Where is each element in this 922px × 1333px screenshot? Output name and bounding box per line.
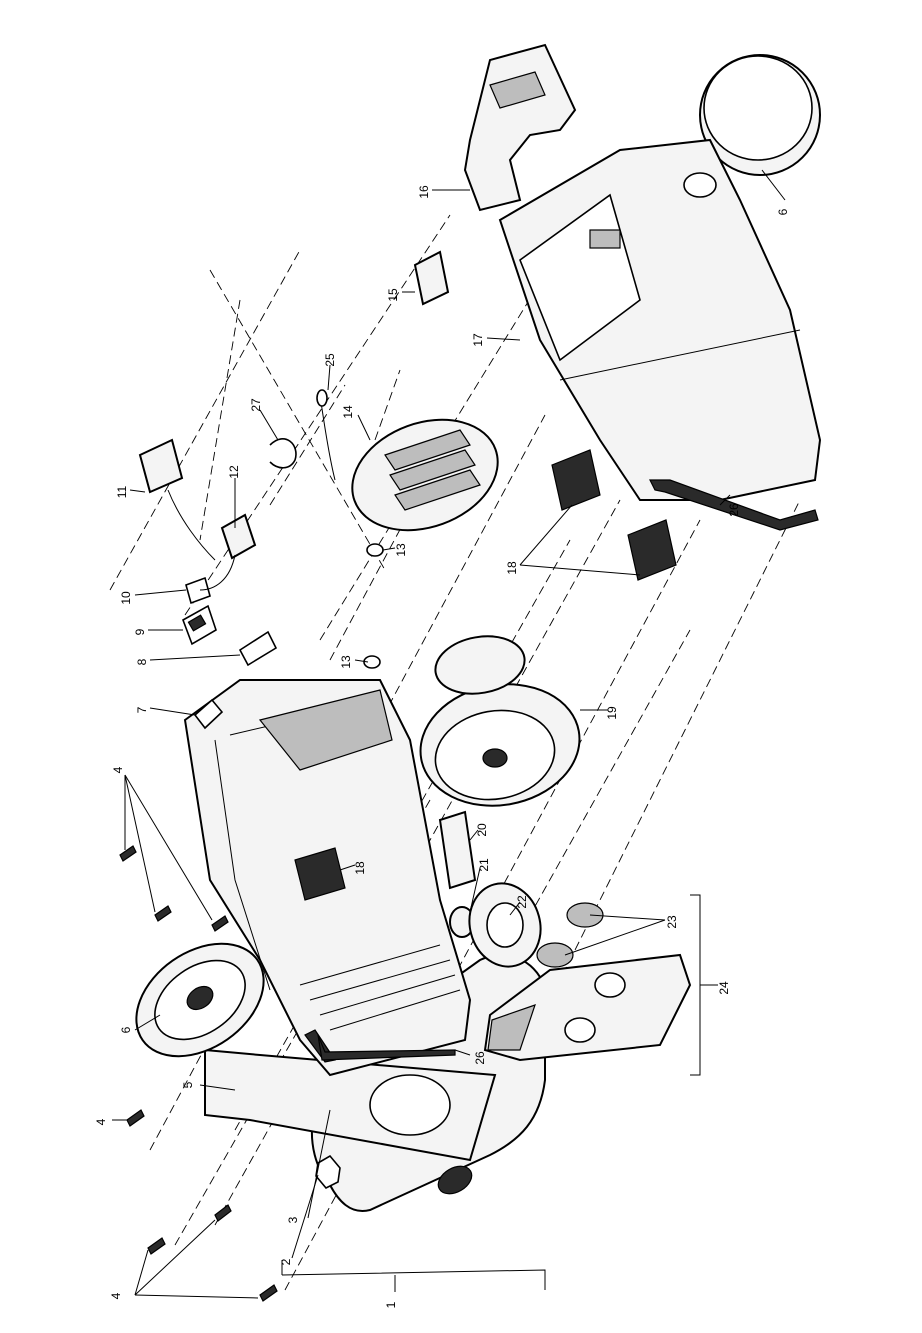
part-6-wheel-right [699,54,821,176]
part-10-connector [185,576,211,605]
callout-8: 8 [135,658,149,665]
part-14-grille [351,418,499,532]
callout-25: 25 [323,353,337,367]
callout-1: 1 [384,1301,398,1308]
part-23-filter-disc-a [566,902,604,928]
part-13-terminal-lower [366,543,384,557]
callout-17: 17 [471,333,485,347]
part-26-gasket-upper [649,479,819,531]
part-12-cord-connector [199,513,257,591]
part-11-plug [138,438,216,561]
callout-21: 21 [477,858,491,872]
callout-19: 19 [605,706,619,720]
part-2-clip [315,1154,341,1189]
bracket-24 [690,894,718,1076]
callout-15: 15 [386,288,400,302]
part-5-filter-panel [204,1048,497,1162]
callout-12: 12 [227,465,241,479]
part-27-clamp [269,438,297,469]
part-20-bracket [438,810,477,890]
callout-2: 2 [279,1258,293,1265]
part-9-switch [182,604,217,646]
leader-lines [112,169,786,1299]
part-6-wheel-left [135,942,265,1058]
callout-16: 16 [417,185,431,199]
callout-18-right: 18 [505,561,519,575]
callout-6-right: 6 [776,208,790,215]
callout-5: 5 [181,1081,195,1088]
part-17-upper-housing [498,138,822,501]
part-18-pad-upper [551,449,601,511]
callout-18-left: 18 [353,861,367,875]
callout-24: 24 [717,981,731,995]
callout-7: 7 [135,706,149,713]
part-26-gasket-lower [317,1034,456,1061]
callout-13-lower: 13 [394,543,408,557]
callout-10: 10 [119,591,133,605]
part-16-handle [463,43,577,212]
part-4-screws [119,845,278,1302]
callout-11: 11 [115,485,129,498]
callout-26-right: 26 [727,503,741,517]
part-23-filter-disc-b [536,942,574,968]
part-22-wheel-small [468,882,542,968]
part-15-clip [413,250,450,306]
part-19-motor [419,635,581,807]
callout-14: 14 [341,405,355,419]
callout-4-mid: 4 [94,1118,108,1125]
callout-6-left: 6 [119,1026,133,1033]
callout-27: 27 [249,398,263,412]
part-25-cable [316,389,336,481]
part-24-filter-plate [483,953,692,1062]
callout-3: 3 [286,1216,300,1223]
part-13-terminal-upper [363,655,381,669]
callout-4-bottom: 4 [109,1292,123,1299]
callout-22: 22 [515,895,529,909]
part-18-pad-lower [294,847,346,901]
part-8-switch-plate [238,630,278,667]
part-18-pad-mid [627,519,677,581]
callout-13-upper: 13 [339,655,353,669]
callout-9: 9 [133,628,147,635]
callout-4-top: 4 [111,766,125,773]
bracket-1 [281,1260,546,1292]
callout-23: 23 [665,915,679,929]
callout-26-left: 26 [473,1051,487,1065]
part-7-bracket [193,698,224,730]
callout-labels: 1 2 3 4 4 4 5 6 6 7 8 9 10 11 12 13 13 1… [94,185,790,1308]
callout-20: 20 [475,823,489,837]
